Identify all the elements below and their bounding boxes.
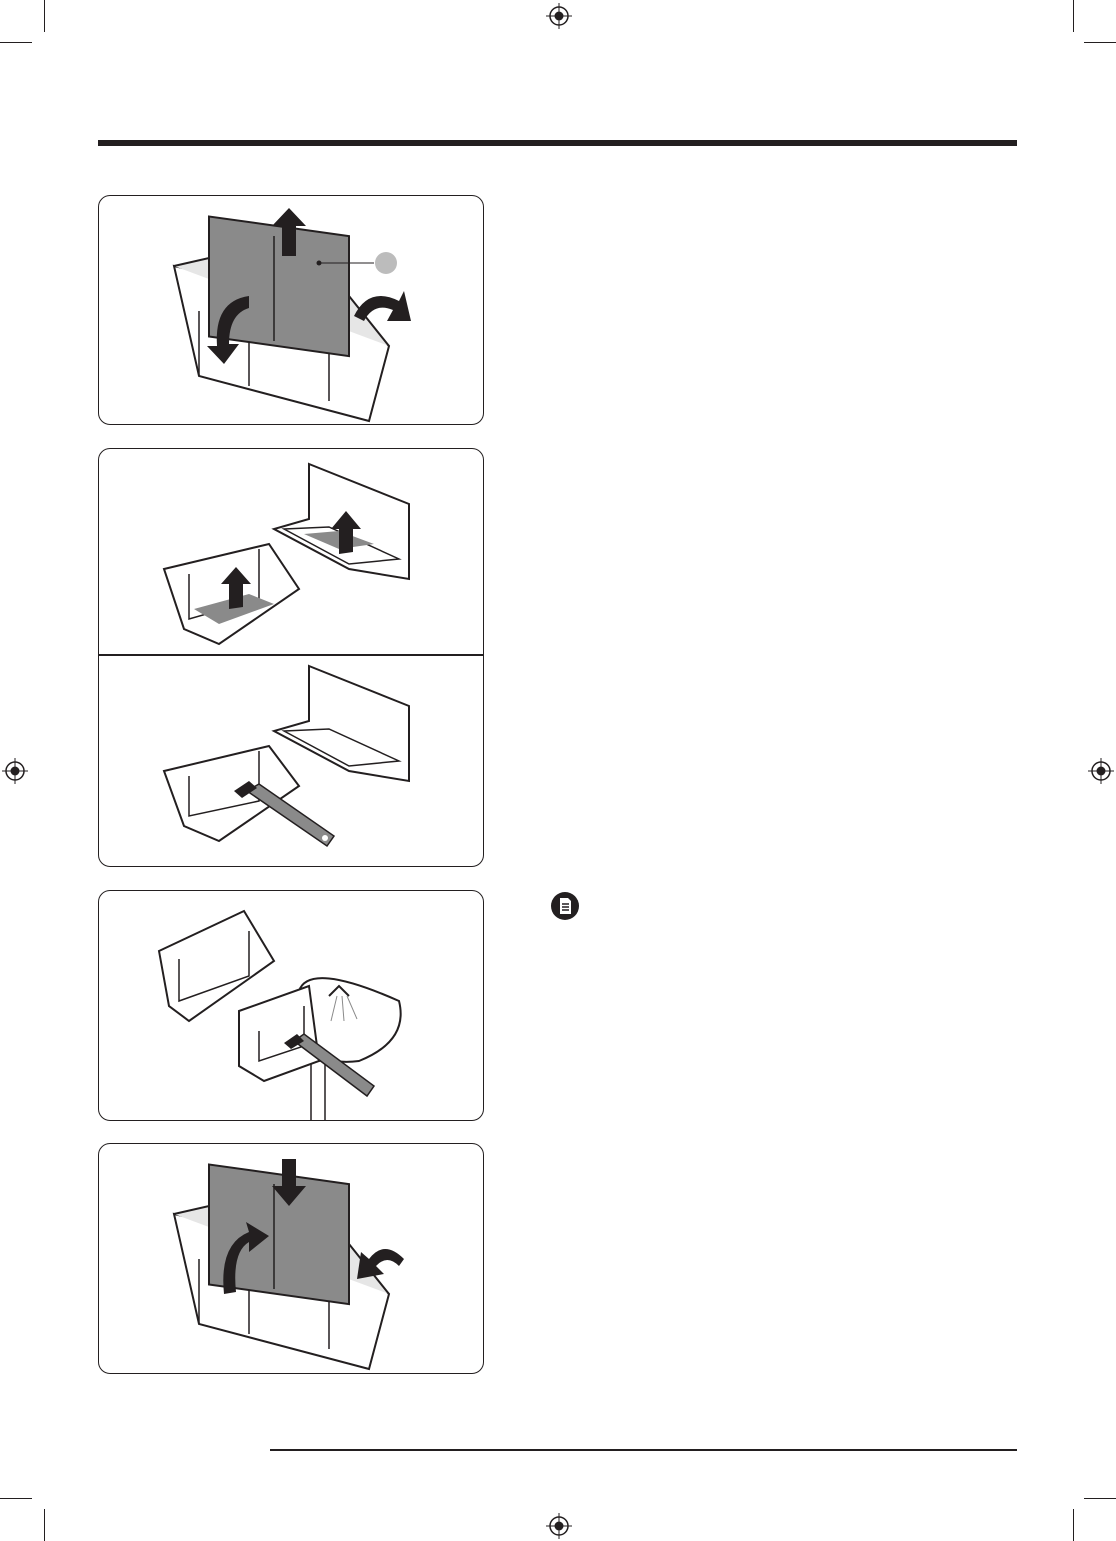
registration-mark-icon [546, 1513, 572, 1539]
remove-filter-illustration [99, 196, 484, 425]
crop-mark [1073, 0, 1074, 32]
crop-mark [0, 1498, 32, 1499]
figure-reinsert-filter [98, 1143, 484, 1374]
crop-mark [44, 1509, 45, 1541]
figure-rinse-filter [98, 890, 484, 1121]
crop-mark [0, 42, 32, 43]
registration-mark-icon [1088, 758, 1114, 784]
reinsert-filter-illustration [99, 1144, 484, 1374]
note-icon [551, 892, 579, 920]
rinse-filter-illustration [99, 891, 484, 1121]
figure-remove-filter [98, 195, 484, 425]
header-rule [98, 140, 1017, 146]
figure-clean-filters [98, 448, 484, 867]
brush-filter-illustration [99, 656, 484, 867]
crop-mark [1073, 1509, 1074, 1541]
crop-mark [44, 0, 45, 32]
crop-mark [1084, 42, 1116, 43]
open-filters-illustration [99, 449, 484, 654]
registration-mark-icon [546, 3, 572, 29]
crop-mark [1084, 1498, 1116, 1499]
callout-circle [375, 252, 397, 274]
registration-mark-icon [2, 758, 28, 784]
footer-rule [270, 1449, 1017, 1451]
